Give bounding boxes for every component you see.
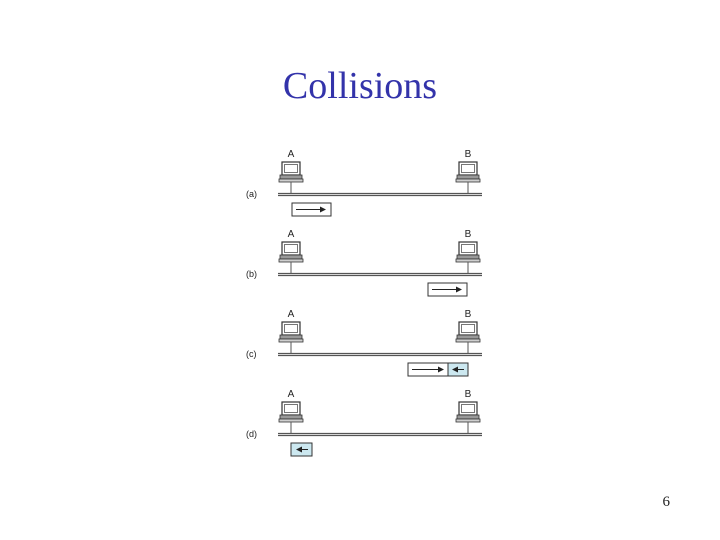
panel-d: A B (d) — [246, 389, 482, 457]
computer-b-icon — [455, 161, 481, 194]
computer-a-icon — [278, 401, 304, 434]
page-number: 6 — [662, 494, 671, 510]
station-b-label: B — [465, 229, 472, 240]
panel-label: (a) — [246, 189, 257, 199]
computer-b-icon — [455, 401, 481, 434]
station-b-label: B — [465, 149, 472, 160]
computer-a-icon — [278, 321, 304, 354]
station-b-label: B — [465, 389, 472, 400]
computer-a-icon — [278, 241, 304, 274]
station-b-label: B — [465, 309, 472, 320]
computer-a-icon — [278, 161, 304, 194]
computer-b-icon — [455, 241, 481, 274]
panel-b: A B (b) — [246, 229, 482, 297]
collision-diagram: A B (a) A B (b) A B (c — [236, 142, 490, 462]
station-a-label: A — [288, 309, 295, 320]
computer-b-icon — [455, 321, 481, 354]
station-a-label: A — [288, 149, 295, 160]
station-a-label: A — [288, 389, 295, 400]
slide-title: Collisions — [282, 65, 438, 107]
panel-label: (b) — [246, 269, 257, 279]
panel-label: (c) — [246, 349, 257, 359]
panel-a: A B (a) — [246, 149, 482, 217]
panel-label: (d) — [246, 429, 257, 439]
panel-c: A B (c) — [246, 309, 482, 377]
station-a-label: A — [288, 229, 295, 240]
